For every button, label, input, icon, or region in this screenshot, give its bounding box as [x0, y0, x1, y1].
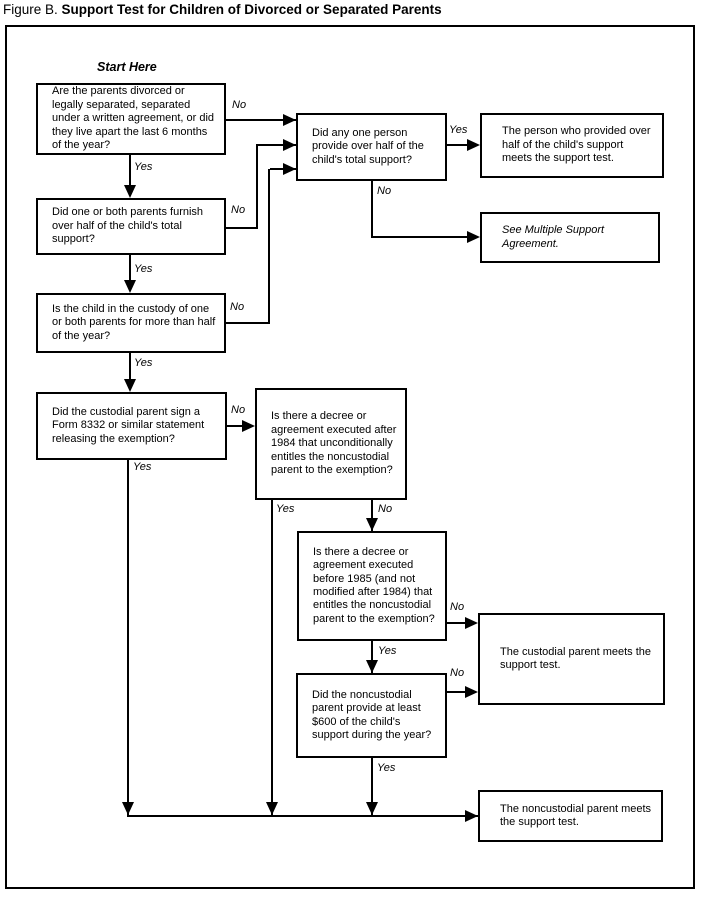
arrowhead-right-icon [242, 420, 255, 432]
edge-label-after1984-no: No [378, 503, 393, 515]
connector-line [226, 227, 258, 229]
arrowhead-right-icon [465, 686, 478, 698]
node-result-multiple-support-agreement: See Multiple Support Agreement. [480, 212, 660, 263]
node-parents-furnish-half: Did one or both parents furnish over hal… [36, 198, 226, 255]
connector-line [371, 758, 373, 815]
arrowhead-right-icon [283, 163, 296, 175]
node-result-noncustodial-parent: The noncustodial parent meets the suppor… [478, 790, 663, 842]
connector-line [127, 460, 129, 815]
arrowhead-right-icon [467, 231, 480, 243]
figure-title: Figure B. Support Test for Children of D… [3, 2, 442, 17]
arrowhead-down-icon [266, 802, 278, 815]
edge-label-before1985-no: No [450, 601, 465, 613]
arrowhead-right-icon [283, 139, 296, 151]
edge-label-form8332-no: No [231, 404, 246, 416]
arrowhead-down-icon [366, 660, 378, 673]
node-child-custody: Is the child in the custody of one or bo… [36, 293, 226, 353]
connector-line [271, 500, 273, 815]
arrowhead-down-icon [124, 280, 136, 293]
node-form-8332: Did the custodial parent sign a Form 833… [36, 392, 227, 460]
node-decree-after-1984: Is there a decree or agreement executed … [255, 388, 407, 500]
edge-label-furnish-yes: Yes [134, 263, 153, 275]
edge-label-custody-no: No [230, 301, 245, 313]
arrowhead-down-icon [124, 185, 136, 198]
connector-line [371, 500, 373, 531]
connector-line [127, 815, 478, 817]
connector-line [447, 622, 466, 624]
edge-label-anyone-yes: Yes [449, 124, 468, 136]
node-result-person-provided: The person who provided over half of the… [480, 113, 664, 178]
arrowhead-right-icon [465, 810, 478, 822]
figure-label: Figure B. [3, 2, 58, 17]
arrowhead-right-icon [467, 139, 480, 151]
connector-line [447, 144, 469, 146]
edge-label-provide600-no: No [450, 667, 465, 679]
start-here-label: Start Here [97, 60, 157, 74]
node-any-one-person: Did any one person provide over half of … [296, 113, 447, 181]
edge-label-furnish-no: No [231, 204, 246, 216]
arrowhead-down-icon [124, 379, 136, 392]
connector-line [371, 181, 373, 238]
edge-label-before1985-yes: Yes [378, 645, 397, 657]
node-decree-before-1985: Is there a decree or agreement executed … [297, 531, 447, 641]
node-parents-divorced: Are the parents divorced or legally sepa… [36, 83, 226, 155]
connector-line [268, 169, 270, 324]
connector-line [226, 119, 296, 121]
connector-line [129, 155, 131, 187]
arrowhead-right-icon [283, 114, 296, 126]
node-result-custodial-parent: The custodial parent meets the support t… [478, 613, 665, 705]
edge-label-provide600-yes: Yes [377, 762, 396, 774]
figure-title-text: Support Test for Children of Divorced or… [61, 2, 442, 17]
connector-line [227, 425, 243, 427]
arrowhead-down-icon [366, 518, 378, 531]
connector-line [129, 353, 131, 380]
edge-label-anyone-no: No [377, 185, 392, 197]
connector-line [129, 255, 131, 282]
edge-label-divorced-no: No [232, 99, 247, 111]
connector-line [256, 144, 258, 229]
connector-line [371, 236, 469, 238]
node-600-dollar-support: Did the noncustodial parent provide at l… [296, 673, 447, 758]
connector-line [226, 322, 270, 324]
connector-line [447, 691, 466, 693]
arrowhead-down-icon [122, 802, 134, 815]
arrowhead-right-icon [465, 617, 478, 629]
edge-label-form8332-yes: Yes [133, 461, 152, 473]
arrowhead-down-icon [366, 802, 378, 815]
connector-line [371, 641, 373, 673]
edge-label-custody-yes: Yes [134, 357, 153, 369]
connector-line [258, 144, 296, 146]
edge-label-after1984-yes: Yes [276, 503, 295, 515]
edge-label-divorced-yes: Yes [134, 161, 153, 173]
